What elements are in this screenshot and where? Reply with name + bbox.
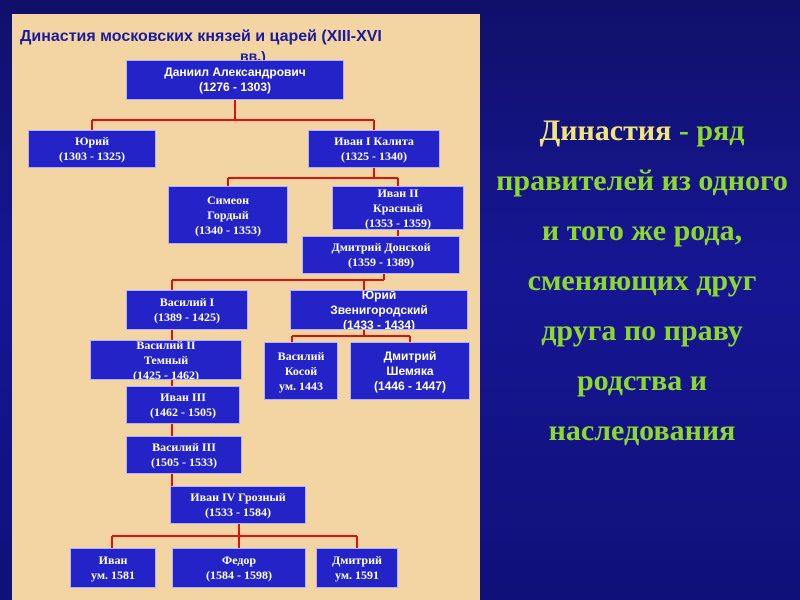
node-name: Симеон <box>207 192 249 207</box>
node-name: Василий II <box>136 340 196 352</box>
node-vasily-3: Василий III (1505 - 1533) <box>126 436 242 474</box>
node-name: Дмитрий Донской <box>331 240 431 254</box>
node-name: Даниил Александрович <box>164 65 306 79</box>
node-name: Василий <box>277 348 325 363</box>
node-name: Дмитрий <box>383 348 437 363</box>
node-simeon: Симеон Гордый (1340 - 1353) <box>168 186 288 244</box>
node-dates: (1340 - 1353) <box>195 222 261 237</box>
node-dates: ум. 1591 <box>334 568 379 582</box>
node-dmitry-donskoy: Дмитрий Донской (1359 - 1389) <box>302 236 460 274</box>
node-dates: (1584 - 1598) <box>206 568 272 582</box>
node-fedor: Федор (1584 - 1598) <box>172 548 306 588</box>
node-name-2: Шемяка <box>386 363 434 378</box>
node-ivan-3: Иван III (1462 - 1505) <box>126 386 240 424</box>
node-yuri: Юрий (1303 - 1325) <box>28 130 156 168</box>
node-ivan-krasny: Иван II Красный (1353 - 1359) <box>332 186 464 230</box>
node-name: Василий I <box>159 295 215 309</box>
node-dates: ум. 1443 <box>278 378 323 393</box>
node-dates: (1462 - 1505) <box>150 405 216 419</box>
node-dates: (1446 - 1447) <box>373 378 447 393</box>
node-ivan-groznyi: Иван IV Грозный (1533 - 1584) <box>170 486 306 524</box>
definition-text: - ряд правителей из одного и того же род… <box>496 114 788 447</box>
node-name-2: Звенигородский <box>330 302 428 317</box>
node-dates: (1433 - 1434) <box>342 317 416 330</box>
node-dmitry-son: Дмитрий ум. 1591 <box>316 548 398 588</box>
node-dates: (1425 - 1462) <box>133 367 199 380</box>
connector-lines <box>91 100 411 548</box>
node-name-2: Косой <box>284 363 318 378</box>
node-dmitry-shemyaka: Дмитрий Шемяка (1446 - 1447) <box>350 342 470 400</box>
node-dates: (1353 - 1359) <box>365 215 431 230</box>
node-dates: (1303 - 1325) <box>59 149 125 163</box>
tree-title: Династия московских князей и царей (XIII… <box>20 28 382 45</box>
node-name-2: Гордый <box>207 207 249 222</box>
definition-term: Династия <box>539 114 672 147</box>
dynasty-tree-panel: Династия московских князей и царей (XIII… <box>12 14 480 600</box>
node-vasily-kosoy: Василий Косой ум. 1443 <box>264 342 338 400</box>
node-name: Иван <box>98 553 128 567</box>
node-vasily-2: Василий II Темный (1425 - 1462) <box>90 340 242 380</box>
node-name: Иван I Калита <box>334 134 414 148</box>
node-yuri-zvenigorodsky: Юрий Звенигородский (1433 - 1434) <box>290 290 468 330</box>
node-ivan-kalita: Иван I Калита (1325 - 1340) <box>308 130 440 168</box>
dynasty-definition: Династия - ряд правителей из одного и то… <box>492 106 792 456</box>
node-vasily-1: Василий I (1389 - 1425) <box>126 290 248 330</box>
node-dates: (1505 - 1533) <box>151 455 217 469</box>
node-name: Федор <box>221 553 257 567</box>
node-ivan-son: Иван ум. 1581 <box>70 548 156 588</box>
node-dates: (1389 - 1425) <box>154 310 220 324</box>
node-dates: (1325 - 1340) <box>341 149 407 163</box>
node-name: Иван IV Грозный <box>190 490 286 504</box>
node-name-2: Красный <box>373 200 423 215</box>
node-dates: (1359 - 1389) <box>348 255 414 269</box>
node-name: Иван II <box>377 186 419 200</box>
node-name: Юрий <box>361 290 397 302</box>
node-name: Иван III <box>160 390 206 404</box>
node-name: Юрий <box>74 134 109 148</box>
node-dates: ум. 1581 <box>90 568 135 582</box>
node-daniil: Даниил Александрович (1276 - 1303) <box>126 60 344 100</box>
node-dates: (1533 - 1584) <box>205 505 271 519</box>
node-dates: (1276 - 1303) <box>198 80 272 94</box>
node-name-2: Темный <box>143 352 189 367</box>
node-name: Василий III <box>152 440 216 454</box>
node-name: Дмитрий <box>332 553 382 567</box>
